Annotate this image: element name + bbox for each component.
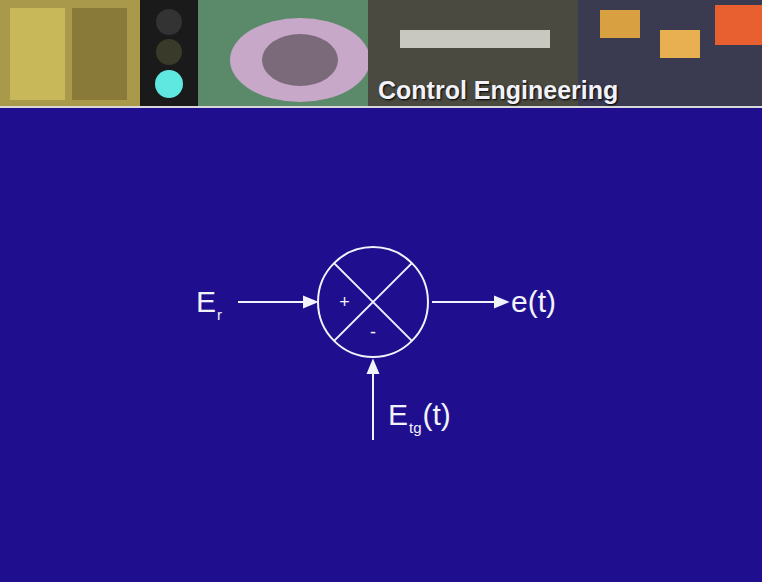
chip [600,10,640,38]
lamp [155,70,183,98]
banner-tile [10,8,65,100]
input-wire [238,301,306,303]
banner-tile [72,8,127,100]
sign-label: - [370,323,376,341]
chip [715,5,762,45]
signal-subscript: tg [409,420,422,435]
traffic-light [140,0,198,108]
lamp [156,9,182,35]
lamp [156,39,182,65]
signal-subscript: r [217,307,222,322]
arrowhead [495,297,507,307]
sign-label: + [339,293,350,311]
lens [230,18,370,102]
signal-name: E [196,287,216,317]
chip [660,30,700,58]
lens [262,34,338,86]
banner-edge [0,106,762,108]
banner-title: Control Engineering [378,78,618,103]
signal-name: e(t) [511,287,556,317]
shaft [400,30,550,48]
output-wire [432,301,497,303]
feedback-wire [372,372,374,440]
signal-name: E [388,400,408,430]
arrowhead [368,361,378,373]
arrowhead [304,297,316,307]
summing-junction: +- [316,245,430,359]
banner [0,0,762,108]
junction-outline [316,245,430,359]
banner-tile [0,0,140,108]
signal-name: (t) [423,400,451,430]
